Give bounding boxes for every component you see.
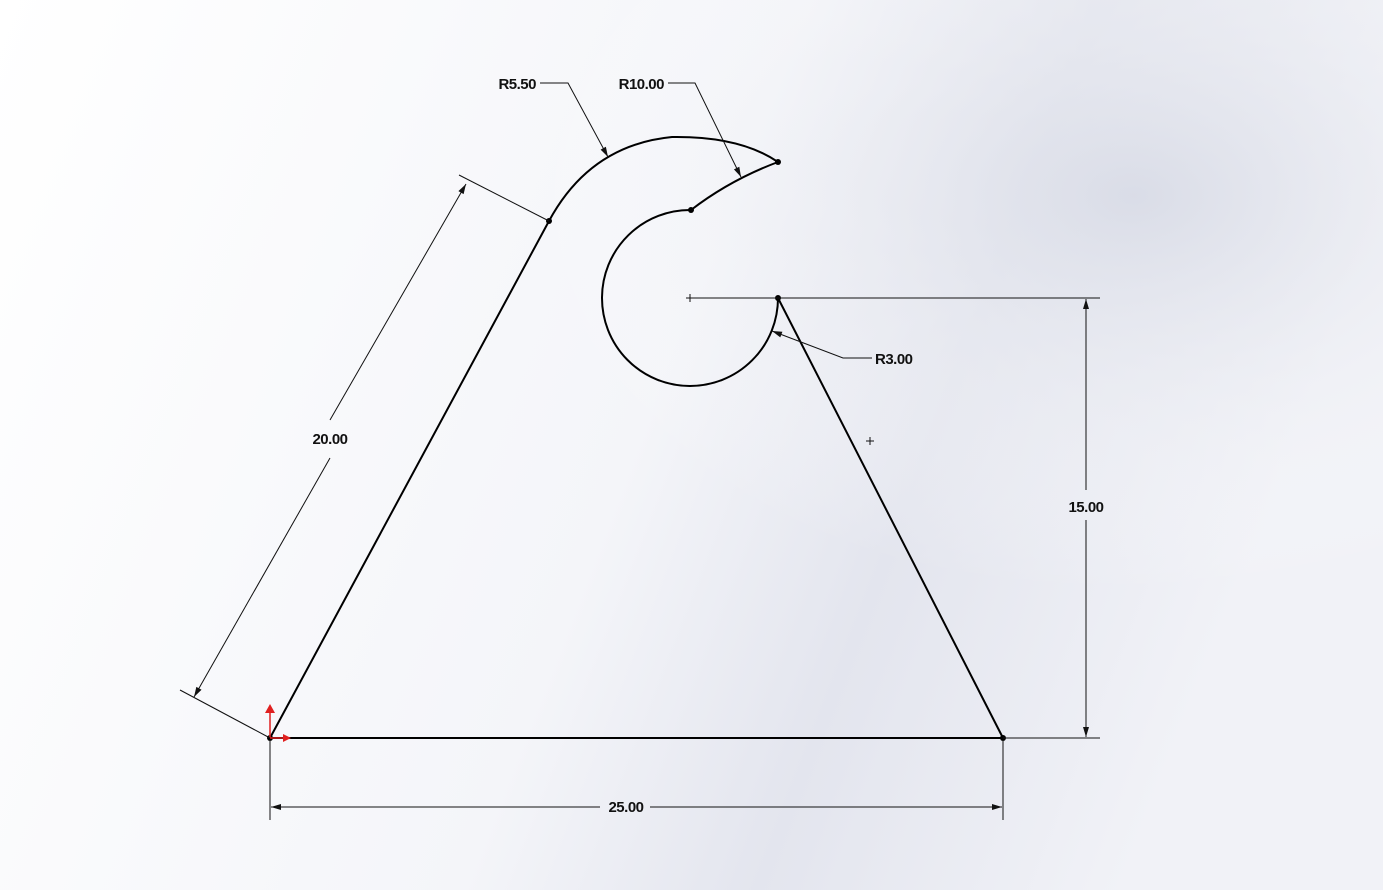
dimension-label-base[interactable]: 25.00: [608, 799, 644, 816]
dimension-label-r3[interactable]: R3.00: [875, 351, 913, 368]
dimension-radius-top-left[interactable]: R5.50: [498, 76, 609, 158]
dimension-label-height[interactable]: 15.00: [1068, 499, 1104, 516]
dimension-label-r10[interactable]: R10.00: [619, 76, 665, 93]
plus-icon: [866, 437, 874, 445]
dimension-radius-tip[interactable]: R3.00: [771, 330, 913, 368]
dimension-label-r5[interactable]: R5.50: [498, 76, 536, 93]
dimension-base-width[interactable]: 25.00: [269, 740, 1004, 820]
vertex-hook-tip[interactable]: [775, 159, 781, 165]
dimension-slant-length[interactable]: 20.00: [179, 174, 550, 739]
dimension-height[interactable]: 15.00: [690, 297, 1104, 739]
dimension-radius-top-right[interactable]: R10.00: [619, 76, 742, 178]
part-profile[interactable]: [269, 135, 1004, 739]
dimension-label-slant[interactable]: 20.00: [312, 431, 348, 448]
origin-triad-icon: [265, 704, 291, 742]
vertex-inner-arc[interactable]: [688, 207, 694, 213]
